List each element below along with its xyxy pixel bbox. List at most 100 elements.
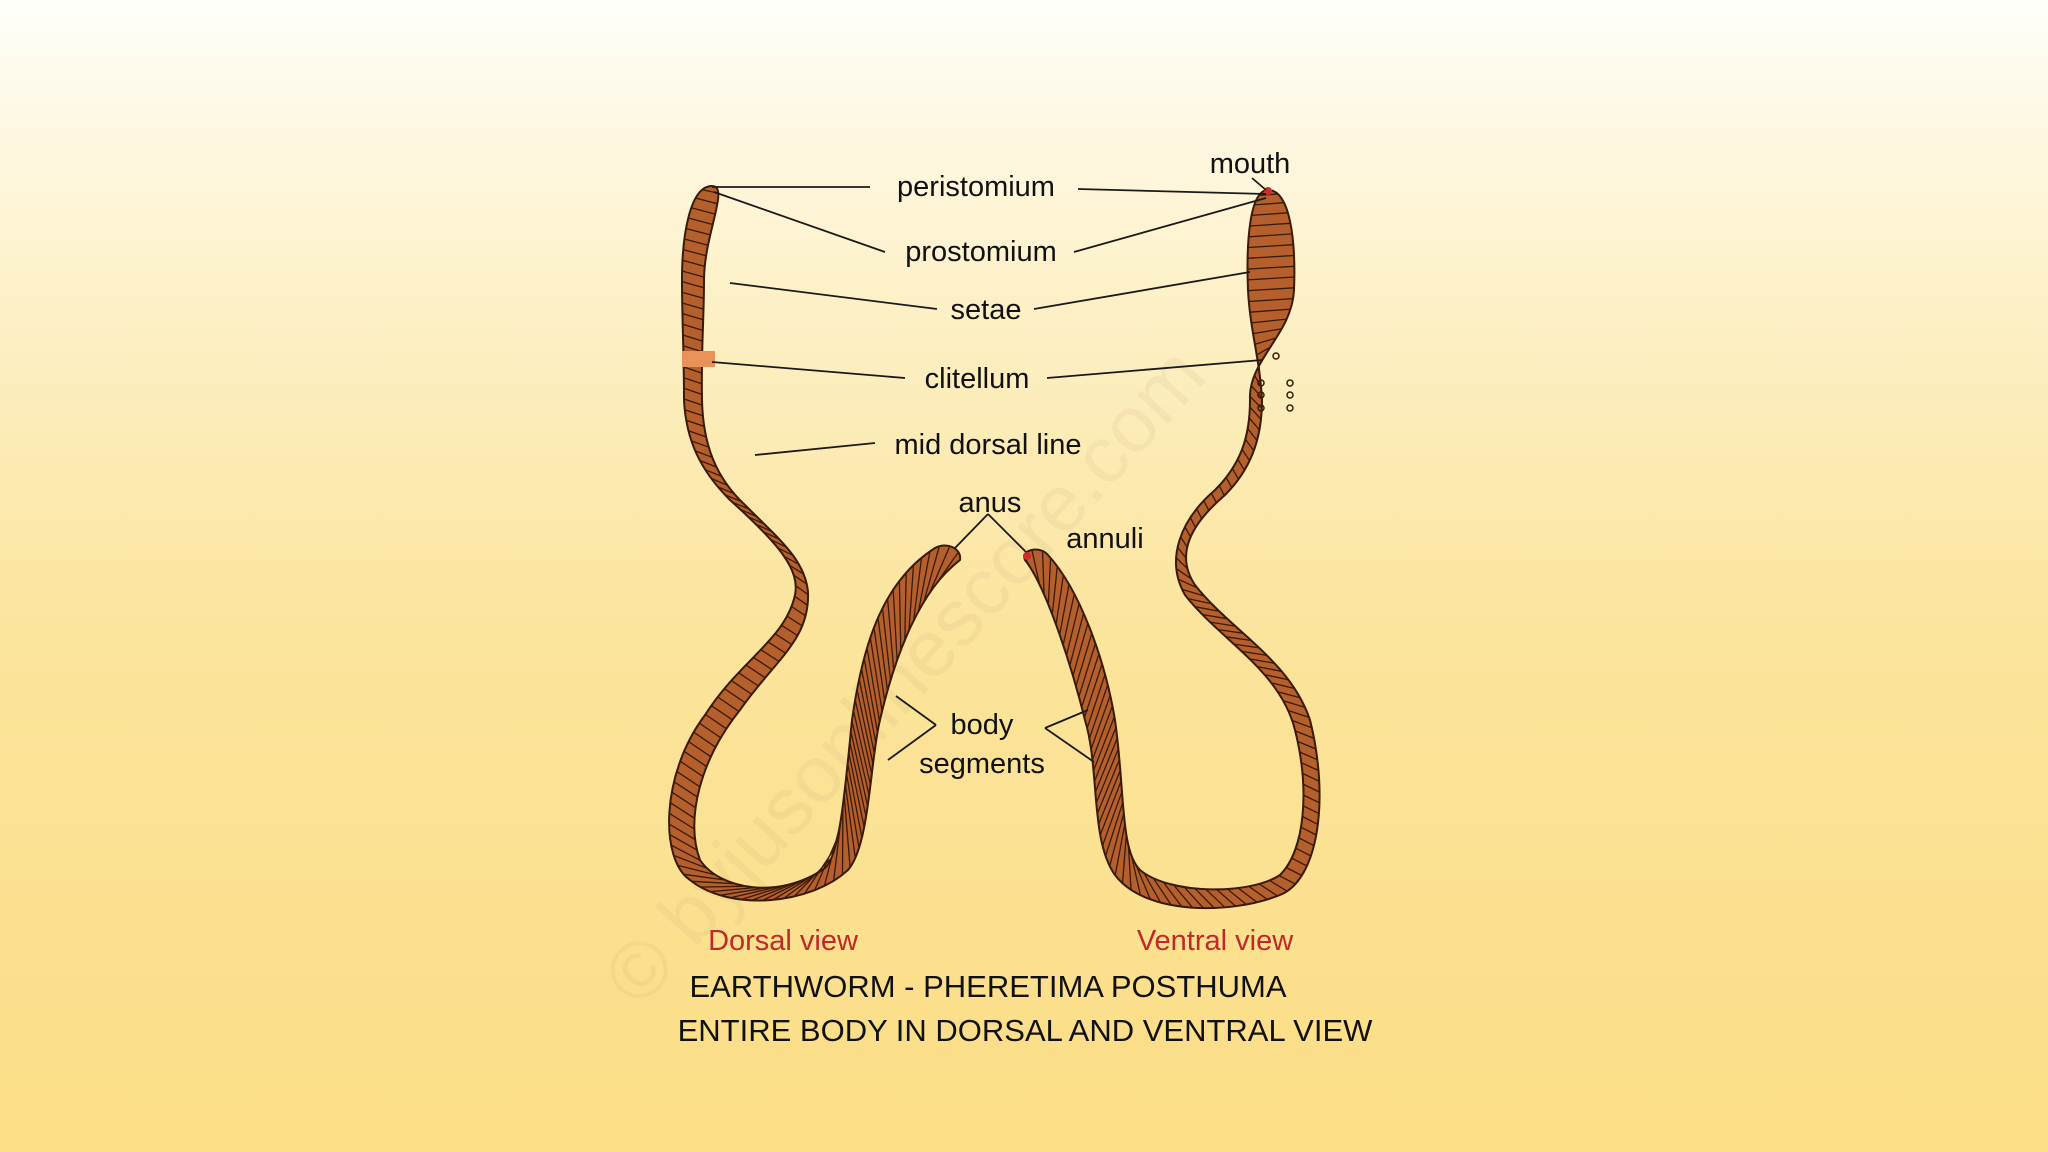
segment-ring	[1135, 865, 1151, 900]
segment-ring	[691, 207, 716, 215]
segment-ring	[858, 678, 875, 754]
genital-papilla	[1286, 404, 1294, 412]
segment-ring	[1249, 395, 1263, 409]
segment-ring	[683, 366, 703, 374]
segment-ring	[1302, 772, 1320, 782]
segment-ring	[1300, 826, 1317, 836]
genital-papillae	[1257, 352, 1294, 412]
segment-ring	[917, 551, 931, 612]
segment-ring	[1264, 673, 1289, 681]
segment-ring	[763, 531, 780, 540]
segment-ring	[738, 672, 759, 687]
segment-ring	[1196, 508, 1203, 520]
segment-ring	[1249, 406, 1262, 420]
segment-ring	[1247, 276, 1295, 281]
segment-ring	[1269, 879, 1288, 892]
segment-ring	[877, 617, 889, 691]
segment-ring	[685, 227, 711, 236]
segment-ring	[892, 589, 898, 661]
segment-ring	[1059, 584, 1070, 635]
segment-ring	[847, 763, 863, 838]
segment-ring	[685, 419, 705, 428]
segment-ring	[683, 248, 707, 257]
segment-ring	[1041, 550, 1045, 595]
segment-ring	[700, 885, 746, 888]
genital-papilla	[1286, 379, 1294, 387]
anus-dot	[1023, 552, 1031, 560]
segment-ring	[1247, 244, 1294, 249]
segment-ring	[1237, 458, 1246, 471]
segment-ring	[668, 812, 695, 830]
segment-ring	[1248, 233, 1293, 238]
segment-ring	[1291, 719, 1313, 729]
segment-ring	[1194, 888, 1215, 909]
segment-ring	[671, 791, 696, 809]
leader-body-right-bottom	[1044, 727, 1095, 763]
segment-ring	[1203, 500, 1210, 511]
segment-ring	[1055, 575, 1065, 625]
label-mid-dorsal-line: mid dorsal line	[895, 429, 1082, 461]
segment-ring	[1181, 588, 1205, 597]
segment-ring	[1244, 438, 1255, 452]
label-segments: segments	[919, 748, 1045, 780]
leader-body-left-bottom	[887, 724, 937, 761]
segment-ring	[695, 197, 718, 205]
segment-ring	[668, 823, 696, 841]
segment-ring	[789, 564, 804, 575]
segment-ring	[1143, 872, 1162, 903]
leader-setae-left	[729, 282, 938, 310]
segment-ring	[860, 668, 877, 743]
segment-ring	[691, 880, 735, 885]
segment-ring	[683, 345, 703, 353]
segment-ring	[1173, 884, 1194, 909]
segment-ring	[1283, 700, 1306, 709]
segment-ring	[1302, 783, 1320, 793]
segment-ring	[760, 649, 780, 663]
segment-ring	[1302, 805, 1320, 815]
segment-ring	[795, 585, 809, 596]
dorsal-view-label: Dorsal view	[708, 925, 859, 957]
segment-ring	[1256, 665, 1282, 672]
segment-ring	[669, 834, 698, 851]
segment-ring	[673, 781, 698, 798]
caption-line-1: EARTHWORM - PHERETIMA POSTHUMA	[689, 969, 1286, 1004]
segment-ring	[814, 837, 839, 891]
segment-ring	[869, 637, 883, 712]
segment-ring	[1294, 730, 1315, 740]
leader-clitellum-right	[1046, 359, 1263, 379]
segment-ring	[681, 280, 705, 289]
segment-ring	[904, 572, 907, 641]
label-mouth: mouth	[1210, 148, 1291, 180]
segment-ring	[1183, 886, 1204, 909]
label-peristomium: peristomium	[897, 171, 1055, 203]
segment-ring	[683, 873, 725, 881]
segment-ring	[908, 564, 915, 631]
segment-ring	[1303, 794, 1320, 804]
segment-ring	[1090, 695, 1111, 750]
segment-ring	[1278, 875, 1296, 885]
segment-ring	[1069, 613, 1085, 666]
segment-ring	[1241, 449, 1251, 462]
segment-ring	[688, 217, 713, 226]
segment-ring	[767, 641, 786, 654]
segment-ring	[1258, 365, 1261, 377]
segment-ring	[1287, 709, 1310, 719]
segment-ring	[753, 656, 773, 671]
ventral-worm	[1023, 187, 1321, 910]
segment-ring	[774, 633, 793, 646]
ventral-segments	[1023, 193, 1320, 909]
segment-ring	[851, 720, 870, 796]
segment-ring	[762, 877, 809, 902]
segment-ring	[856, 689, 874, 764]
segment-ring	[740, 508, 757, 518]
segment-ring	[1254, 202, 1285, 206]
segment-ring	[1095, 748, 1120, 804]
segment-ring	[710, 705, 733, 721]
segment-ring	[1247, 254, 1295, 259]
segment-ring	[682, 259, 705, 268]
segment-ring	[682, 323, 703, 332]
segment-ring	[732, 501, 750, 510]
segment-ring	[1233, 643, 1260, 649]
segment-ring	[1189, 517, 1197, 528]
label-anus: anus	[959, 487, 1022, 519]
